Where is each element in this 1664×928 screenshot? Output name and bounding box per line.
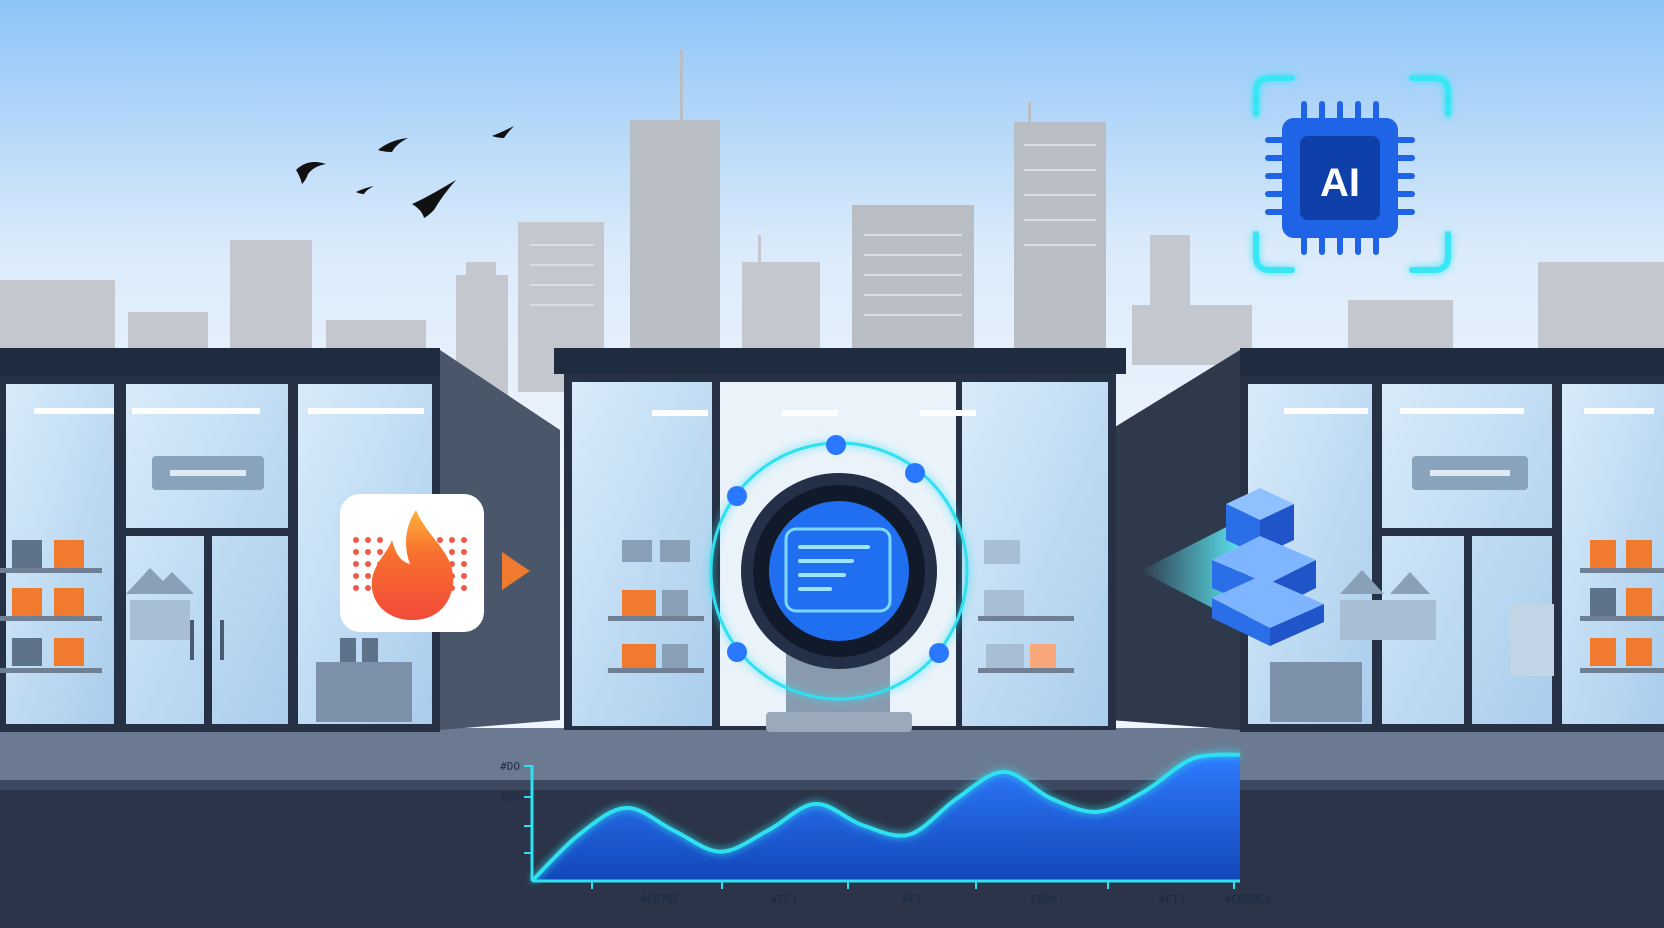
right-side-wall <box>1110 350 1240 730</box>
y-tick-label: #DO <box>500 791 520 804</box>
chart-area-fill <box>532 754 1240 881</box>
orbit-node <box>826 435 846 455</box>
y-tick-label: #DO <box>500 760 520 773</box>
bird-icon <box>378 138 408 152</box>
flame-icon <box>371 510 454 620</box>
bird-icon <box>296 162 326 184</box>
orbit-node <box>929 643 949 663</box>
document-icon <box>784 527 892 613</box>
focus-brackets <box>1253 75 1451 273</box>
sidewalk <box>0 728 1664 788</box>
flame-app-icon <box>340 494 484 632</box>
orbit-node <box>905 463 925 483</box>
area-chart: #DO #DO #C076F #FFJ #FJ ED00 #EIJ #C0E0E0 <box>500 752 1271 906</box>
ai-hub <box>502 435 1240 802</box>
orbit-node <box>727 486 747 506</box>
x-tick-label: #C076F <box>640 893 680 906</box>
chip-pins <box>1265 101 1415 255</box>
x-tick-label: ED00 <box>1031 893 1058 906</box>
orbit-node <box>727 642 747 662</box>
skyline-window-lines <box>530 144 1096 316</box>
bird-icon <box>412 180 456 218</box>
cubes-icon <box>1212 488 1324 646</box>
chart-series-line <box>530 752 1241 883</box>
hub-screen <box>769 501 909 641</box>
right-storefront <box>1240 348 1664 732</box>
x-tick-label: #FJ <box>902 893 922 906</box>
left-side-wall <box>440 350 560 730</box>
light-beam <box>1140 520 1240 622</box>
x-tick-label: #EIJ <box>1159 893 1186 906</box>
bird-icon <box>492 126 514 138</box>
ai-badge-label: AI <box>1320 161 1360 205</box>
arrow-marker <box>502 552 530 590</box>
ai-chip-badge: AI <box>1253 75 1451 273</box>
birds <box>296 126 514 218</box>
x-tick-label: #FFJ <box>771 893 798 906</box>
x-tick-label: #C0E0E0 <box>1225 893 1271 906</box>
bird-icon <box>356 186 374 194</box>
